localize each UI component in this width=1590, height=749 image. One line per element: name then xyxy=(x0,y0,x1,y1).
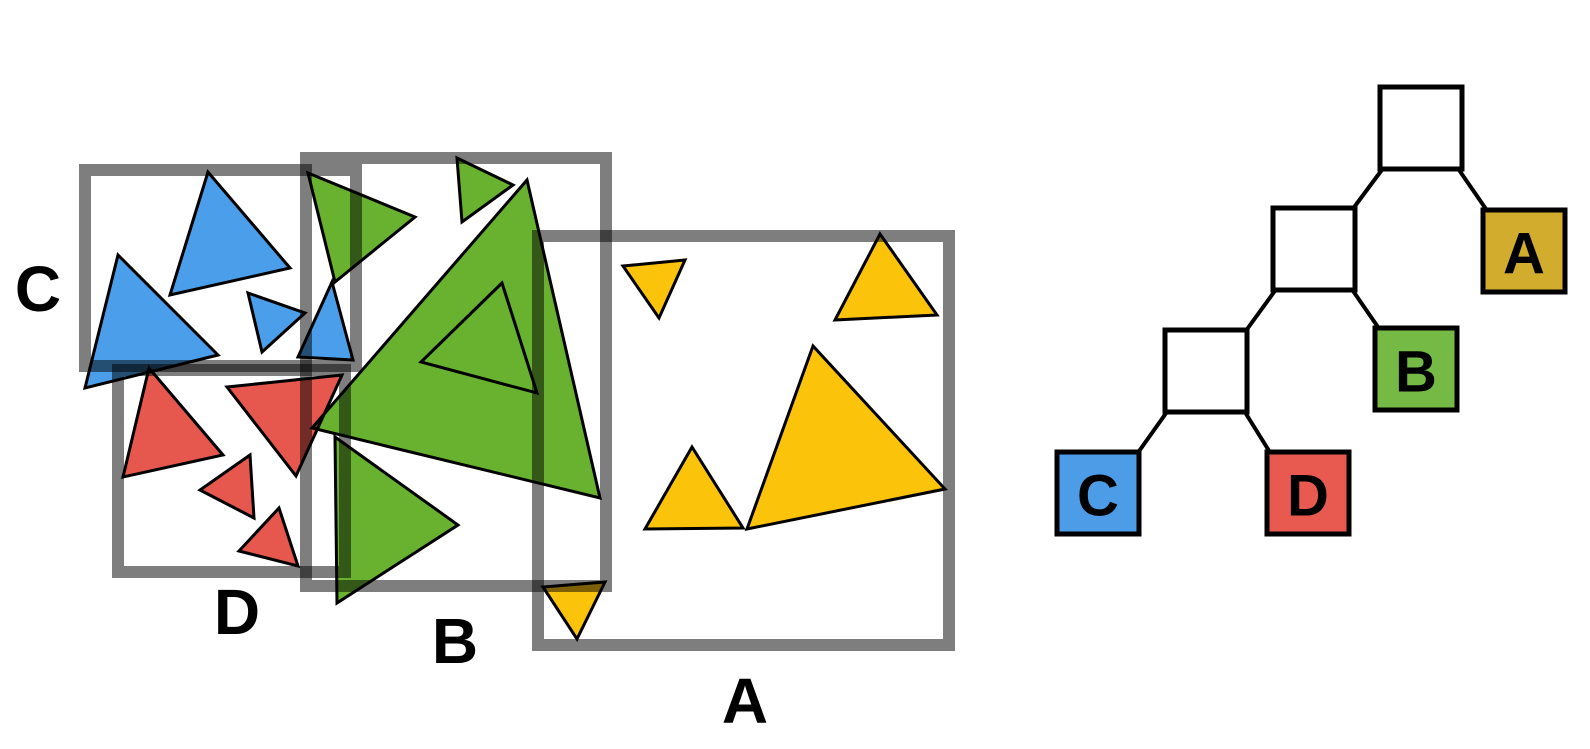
triangle-B-green-13 xyxy=(333,434,461,606)
tree-edge-root-to-inner-1 xyxy=(1350,165,1386,212)
triangle-D-red-8 xyxy=(236,505,301,569)
tree-leaf-label-A: A xyxy=(1503,222,1545,287)
triangle-B-green-12 xyxy=(418,280,540,396)
tree-node-inner-1 xyxy=(1270,205,1358,293)
triangle-A-yellow-16 xyxy=(744,343,948,531)
bounding-box-label-D: D xyxy=(214,576,260,648)
tree-leaf-label-B: B xyxy=(1395,340,1437,405)
bounding-box-label-A: A xyxy=(722,665,768,737)
triangle-B-green-10 xyxy=(455,155,516,225)
triangle-C-blue-4 xyxy=(295,277,355,362)
tree-leaf-label-C: C xyxy=(1077,464,1119,529)
tree-edge-inner-1-to-leaf-B xyxy=(1349,286,1382,332)
tree-leaf-leaf-D xyxy=(1264,449,1352,537)
tree-leaf-leaf-A xyxy=(1480,207,1568,295)
triangle-A-yellow-18 xyxy=(540,580,608,643)
triangle-D-red-5 xyxy=(120,364,226,479)
tree-edge-inner-2-to-leaf-C xyxy=(1135,407,1171,456)
tree-leaf-leaf-B xyxy=(1372,325,1460,413)
tree-leaf-label-D: D xyxy=(1287,464,1329,529)
triangle-C-blue-3 xyxy=(245,290,308,355)
tree-leaf-leaf-C xyxy=(1054,449,1142,537)
triangle-B-green-11 xyxy=(309,176,603,501)
tree-edge-root-to-leaf-A xyxy=(1455,165,1490,214)
triangle-B-green-9 xyxy=(305,170,418,285)
triangle-D-red-7 xyxy=(197,452,256,521)
tree-node-root xyxy=(1377,84,1465,172)
triangle-A-yellow-17 xyxy=(642,444,746,531)
tree-node-inner-2 xyxy=(1162,327,1250,415)
triangle-A-yellow-14 xyxy=(620,258,688,322)
triangle-A-yellow-15 xyxy=(832,231,940,322)
tree-edge-inner-1-to-inner-2 xyxy=(1243,286,1279,334)
triangle-C-blue-1 xyxy=(167,168,293,298)
bounding-box-label-B: B xyxy=(432,605,478,677)
bounding-box-label-C: C xyxy=(15,253,61,325)
tree-edge-inner-2-to-leaf-D xyxy=(1241,407,1273,456)
